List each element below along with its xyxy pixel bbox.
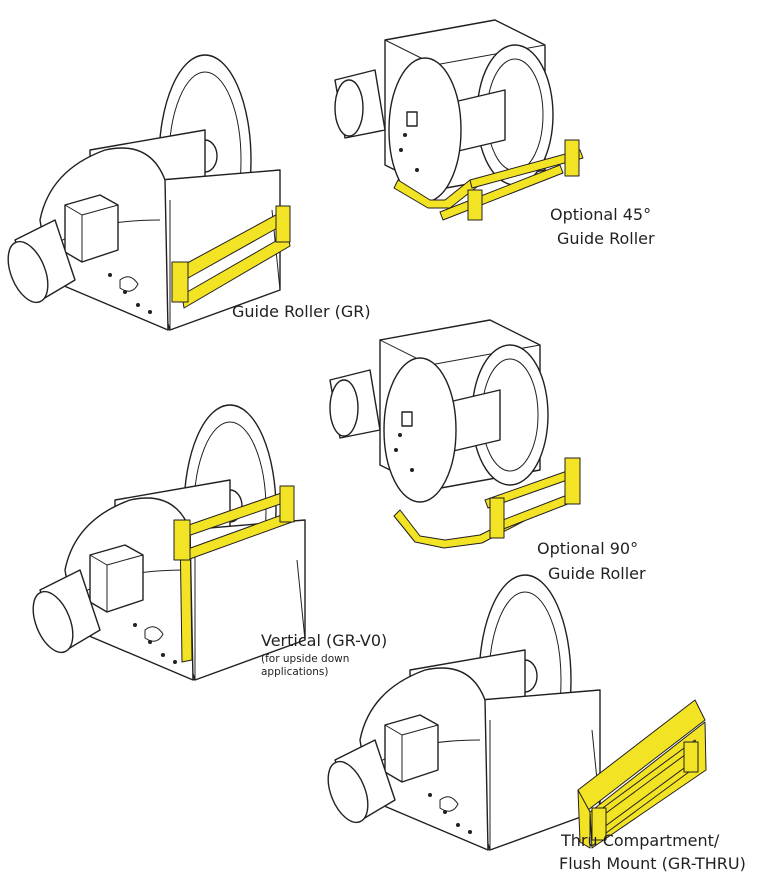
label-guide-roller-gr: Guide Roller (GR) bbox=[232, 302, 371, 321]
label-optional-90-line2: Guide Roller bbox=[548, 564, 646, 583]
reel-optional-45 bbox=[334, 19, 584, 221]
guide-roller-vertical-bar bbox=[173, 485, 295, 663]
guide-roller-thru-plate bbox=[577, 699, 707, 849]
reel-optional-90 bbox=[329, 319, 581, 549]
label-thru-line2: Flush Mount (GR-THRU) bbox=[559, 854, 746, 873]
label-vertical-gr-v0: Vertical (GR-V0) bbox=[261, 631, 388, 650]
label-optional-45-line1: Optional 45° bbox=[550, 205, 652, 224]
reel-thru-compartment bbox=[319, 574, 707, 851]
reel-vertical-gr-v0 bbox=[24, 404, 306, 681]
label-optional-90-line1: Optional 90° bbox=[537, 539, 639, 558]
guide-roller-90-bar bbox=[393, 457, 581, 549]
reel-guide-roller-gr bbox=[0, 54, 291, 331]
label-vertical-note-line1: (for upside down bbox=[261, 653, 350, 665]
label-optional-45-line2: Guide Roller bbox=[557, 229, 655, 248]
guide-roller-45-bar bbox=[393, 139, 584, 221]
label-vertical-note-line2: applications) bbox=[261, 666, 329, 678]
label-thru-line1: Thru Compartment/ bbox=[561, 831, 720, 850]
guide-roller-gr-bar bbox=[171, 205, 291, 309]
